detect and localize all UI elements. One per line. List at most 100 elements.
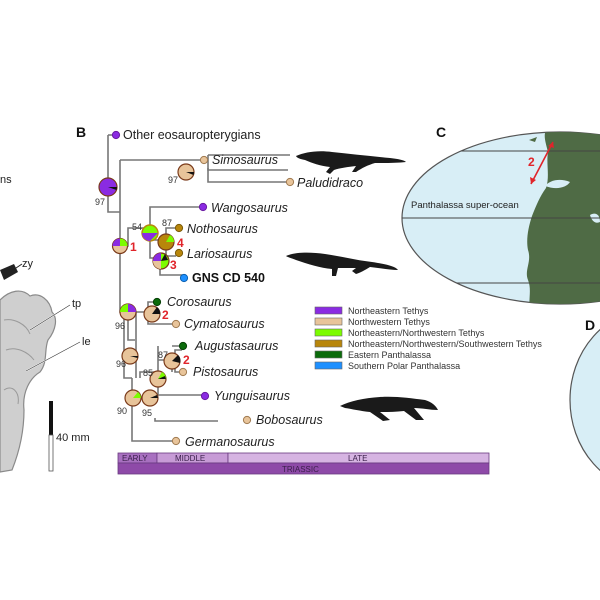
support-value: 87	[158, 350, 168, 360]
plesiosaur-silhouette-top	[296, 151, 406, 174]
tip-circles	[111, 130, 295, 446]
geologic-timescale: EARLY MIDDLE LATE TRIASSIC	[117, 452, 490, 475]
legend-item: Eastern Panthalassa	[314, 350, 431, 360]
legend-swatch	[314, 350, 343, 359]
tip-yunguisaurus	[200, 391, 210, 401]
scale-bar-black	[49, 401, 53, 435]
panel-c-letter: C	[436, 124, 446, 140]
skull-texture	[3, 319, 35, 405]
support-value: 96	[116, 359, 126, 369]
tip-augustasaurus	[178, 341, 188, 351]
epoch-label: EARLY	[122, 454, 148, 463]
epoch-label: LATE	[348, 454, 367, 463]
legend-item: Northeastern/Northwestern Tethys	[314, 328, 485, 338]
tip-corosaurus	[152, 297, 162, 307]
tip-lariosaurus	[174, 248, 184, 258]
legend-swatch	[314, 339, 343, 348]
legend-swatch	[314, 317, 343, 326]
node-pie-85	[149, 370, 167, 388]
period-label: TRIASSIC	[282, 465, 319, 474]
node-pie-root	[98, 177, 118, 197]
support-value: 54	[132, 222, 142, 232]
support-value: 97	[168, 175, 178, 185]
node-pie-2b	[163, 352, 181, 370]
node-pie-2a	[143, 305, 161, 323]
taxon-label: Nothosaurus	[187, 222, 258, 236]
taxon-label: Yunguisaurus	[214, 389, 290, 403]
node-pies	[98, 163, 195, 407]
taxon-label: Pistosaurus	[193, 365, 258, 379]
plesiosaur-silhouette-bottom	[340, 396, 438, 421]
region-legend: Northeastern Tethys Northwestern Tethys …	[314, 306, 542, 371]
taxon-label: Other eosauropterygians	[123, 128, 261, 142]
node-pie-nothosaur-clade	[141, 224, 159, 242]
tip-gns-cd-540	[179, 273, 189, 283]
node-pie-3	[152, 252, 170, 270]
legend-item: Southern Polar Panthalassa	[314, 361, 460, 371]
tip-wangosaurus	[198, 202, 208, 212]
support-value: 85	[143, 368, 153, 378]
dispersal-event-label: 1	[130, 240, 137, 254]
dispersal-event-label: 3	[170, 258, 177, 272]
support-value: 96	[115, 321, 125, 331]
taxon-label: Paludidraco	[297, 176, 363, 190]
node-pie-1	[111, 237, 129, 255]
node-pie-simosaurus-clade	[177, 163, 195, 181]
skull-fossil	[0, 290, 57, 473]
support-value: 90	[117, 406, 127, 416]
legend-item: Northeastern/Northwestern/Southwestern T…	[314, 339, 542, 349]
zy-label: zy	[22, 258, 34, 270]
node-pie-pistosauroid-root	[119, 303, 137, 321]
epoch-label: MIDDLE	[175, 454, 205, 463]
legend-swatch	[314, 361, 343, 370]
panel-b-letter: B	[76, 124, 86, 140]
tip-bobosaurus	[242, 415, 252, 425]
legend-swatch	[314, 306, 343, 315]
tip-simosaurus	[199, 155, 209, 165]
legend-item: Northeastern Tethys	[314, 306, 429, 316]
panel-a-partial-label: ns	[0, 174, 12, 186]
zy-pointer	[9, 263, 23, 273]
dispersal-event-label: 2	[183, 353, 190, 367]
taxon-label: Germanosaurus	[185, 435, 275, 449]
dispersal-event-label: 4	[177, 236, 184, 250]
node-pie-96	[121, 347, 139, 365]
dispersal-event-label: 2	[162, 308, 169, 322]
taxon-label: Wangosaurus	[211, 201, 288, 215]
tip-cymatosaurus	[171, 319, 181, 329]
legend-swatch	[314, 328, 343, 337]
dispersal-events: 1 4 3 2 2	[130, 236, 190, 367]
panel-c: C Panthalassa super-ocean 2	[401, 124, 600, 305]
panel-d-letter: D	[585, 317, 595, 333]
legend-label: Northwestern Tethys	[348, 317, 430, 327]
panel-a: ns zy tp le 40 mm	[0, 174, 91, 473]
taxon-label: Bobosaurus	[256, 413, 323, 427]
support-values: 97 97 54 87 96 96 87 85 90 95	[95, 175, 178, 418]
scale-bar-white	[48, 434, 54, 472]
plesiosaur-silhouette-middle	[286, 252, 398, 276]
node-pie-4	[157, 233, 175, 251]
tip-paludidraco	[285, 177, 295, 187]
taxon-label: Corosaurus	[167, 295, 232, 309]
panel-b: B	[76, 124, 542, 475]
taxon-label: Simosaurus	[212, 153, 278, 167]
dispersal-arrow-2	[530, 141, 554, 185]
ocean-label: Panthalassa super-ocean	[411, 200, 519, 211]
node-pie-95	[141, 389, 159, 407]
legend-item: Northwestern Tethys	[314, 317, 430, 327]
tip-nothosaurus	[174, 223, 184, 233]
support-value: 87	[162, 218, 172, 228]
tp-label: tp	[72, 298, 81, 310]
legend-label: Northeastern/Northwestern/Southwestern T…	[348, 339, 542, 349]
le-label: le	[82, 336, 91, 348]
support-value: 97	[95, 197, 105, 207]
polar-globe-outline	[569, 328, 600, 472]
legend-label: Northeastern Tethys	[348, 306, 429, 316]
taxon-label: Lariosaurus	[187, 247, 252, 261]
map-event-label: 2	[528, 155, 535, 169]
taxon-label: GNS CD 540	[192, 271, 265, 285]
node-pie-90	[124, 389, 142, 407]
tip-germanosaurus	[171, 436, 181, 446]
taxon-labels: Other eosauropterygians Simosaurus Palud…	[123, 128, 363, 449]
legend-label: Southern Polar Panthalassa	[348, 361, 460, 371]
